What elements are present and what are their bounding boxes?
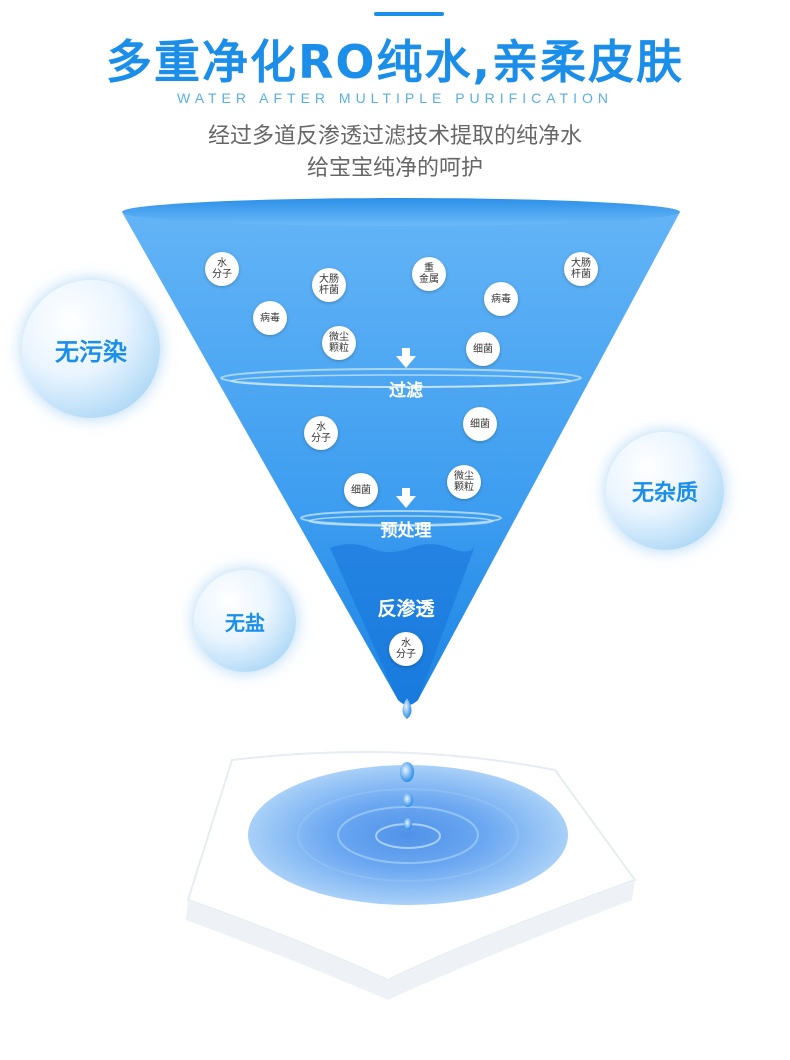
particle-ball: 水 分子 bbox=[205, 252, 239, 286]
pretreat-layer bbox=[300, 510, 502, 526]
description-line-1: 经过多道反渗透过滤技术提取的纯净水 bbox=[207, 124, 582, 149]
water-pool bbox=[248, 765, 568, 905]
particle-ball: 大肠 杆菌 bbox=[564, 252, 598, 286]
english-subtitle: WATER AFTER MULTIPLE PURIFICATION bbox=[177, 90, 613, 106]
water-wave bbox=[330, 544, 475, 705]
funnel-body bbox=[122, 212, 680, 705]
filter-label: 过滤 bbox=[389, 381, 423, 401]
bubble-label: 无盐 bbox=[225, 610, 265, 635]
particle-ball: 细菌 bbox=[463, 407, 497, 441]
particle-ball: 水 分子 bbox=[304, 416, 338, 450]
funnel-rim bbox=[122, 198, 680, 226]
particle-ball: 细菌 bbox=[466, 332, 500, 366]
splash-drop-icon bbox=[403, 793, 413, 807]
bubble-label: 无污染 bbox=[55, 337, 127, 366]
reverse-osmosis-label: 反渗透 bbox=[377, 598, 435, 620]
cotton-pad-edge bbox=[186, 880, 635, 1000]
page-title: 多重净化RO纯水,亲柔皮肤 bbox=[106, 35, 684, 89]
particle-ball: 大肠 杆菌 bbox=[312, 268, 346, 302]
particle-ball: 细菌 bbox=[344, 473, 378, 507]
particle-ball: 微尘 颗粒 bbox=[322, 326, 356, 360]
splash-drop-icon bbox=[404, 818, 412, 830]
particle-ball: 病毒 bbox=[253, 301, 287, 335]
down-arrow-icon bbox=[396, 348, 416, 368]
bubble-no-impurity: 无杂质 bbox=[606, 432, 724, 550]
top-accent-bar bbox=[374, 12, 444, 16]
pretreat-label: 预处理 bbox=[380, 521, 432, 541]
bubble-label: 无杂质 bbox=[631, 481, 698, 506]
bubble-no-salt: 无盐 bbox=[194, 570, 296, 672]
description-line-2: 给宝宝纯净的呵护 bbox=[306, 156, 483, 181]
water-drop-icon bbox=[402, 698, 412, 719]
particle-ball: 微尘 颗粒 bbox=[447, 465, 481, 499]
particle-ball: 病毒 bbox=[484, 282, 518, 316]
bubble-no-pollution: 无污染 bbox=[22, 280, 160, 418]
down-arrow-icon bbox=[396, 488, 416, 508]
particle-ball-water-molecule: 水 分子 bbox=[389, 632, 423, 666]
splash-drop-icon bbox=[400, 762, 414, 782]
particle-ball: 重 金属 bbox=[412, 257, 446, 291]
